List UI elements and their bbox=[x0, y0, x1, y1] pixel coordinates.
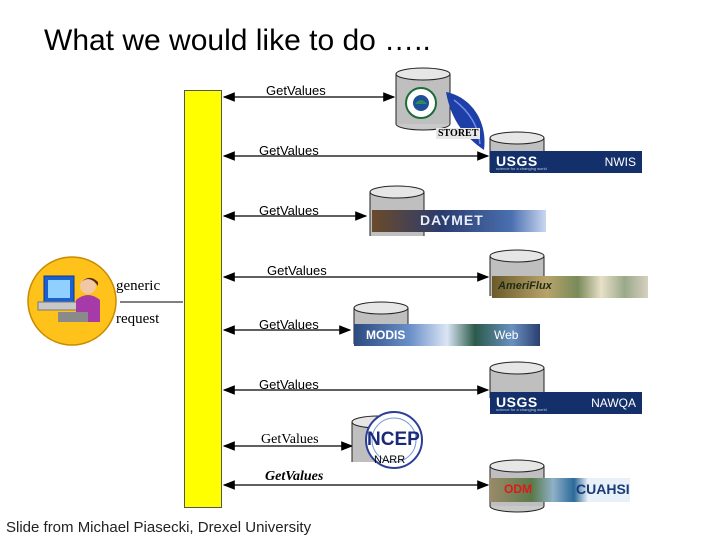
narr-label: NARR bbox=[374, 454, 406, 466]
getvalues-label-daymet: GetValues bbox=[259, 203, 319, 218]
nawqa-label: NAWQA bbox=[591, 396, 636, 410]
nawqa-banner[interactable]: USGS science for a changing world NAWQA bbox=[490, 392, 642, 414]
storet-label: STORET bbox=[436, 128, 481, 139]
usgs-tagline-2: science for a changing world bbox=[496, 407, 547, 412]
request-broker-bar bbox=[184, 90, 222, 508]
daymet-banner[interactable]: DAYMET bbox=[372, 210, 546, 232]
getvalues-label-storet: GetValues bbox=[266, 83, 326, 98]
client-label-generic: generic bbox=[116, 278, 161, 294]
getvalues-label-modis: GetValues bbox=[259, 317, 319, 332]
slide-title: What we would like to do ….. bbox=[44, 24, 431, 57]
cuahsi-label: CUAHSI bbox=[576, 481, 630, 497]
slide-credit: Slide from Michael Piasecki, Drexel Univ… bbox=[6, 519, 312, 536]
daymet-label: DAYMET bbox=[420, 212, 484, 228]
getvalues-label-ameriflux: GetValues bbox=[267, 263, 327, 278]
cuahsi-banner[interactable]: ODM CUAHSI bbox=[490, 478, 630, 502]
epa-seal-icon bbox=[405, 87, 437, 119]
ameriflux-label: AmeriFlux bbox=[498, 280, 552, 292]
getvalues-label-ncep: GetValues bbox=[261, 432, 319, 447]
usgs-logo: USGS bbox=[496, 153, 538, 169]
ncep-label: NCEP bbox=[367, 429, 420, 450]
getvalues-label-odm: GetValues bbox=[265, 469, 324, 484]
usgs-tagline: science for a changing world bbox=[496, 166, 547, 171]
ameriflux-banner[interactable]: AmeriFlux bbox=[492, 276, 648, 298]
ncep-badge-icon bbox=[365, 411, 423, 469]
modis-web-label: Web bbox=[494, 328, 519, 342]
modis-label: MODIS bbox=[366, 328, 406, 342]
storet-feather-icon bbox=[446, 92, 485, 150]
odm-label: ODM bbox=[504, 482, 532, 496]
getvalues-label-nwis: GetValues bbox=[259, 143, 319, 158]
nwis-label: NWIS bbox=[604, 155, 636, 169]
client-label-request: request bbox=[116, 311, 160, 327]
usgs-logo-2: USGS bbox=[496, 394, 538, 410]
nwis-banner[interactable]: USGS science for a changing world NWIS bbox=[490, 151, 642, 173]
getvalues-label-nawqa: GetValues bbox=[259, 377, 319, 392]
user-computer-icon bbox=[27, 256, 117, 346]
modis-banner[interactable]: MODIS Web bbox=[354, 324, 540, 346]
